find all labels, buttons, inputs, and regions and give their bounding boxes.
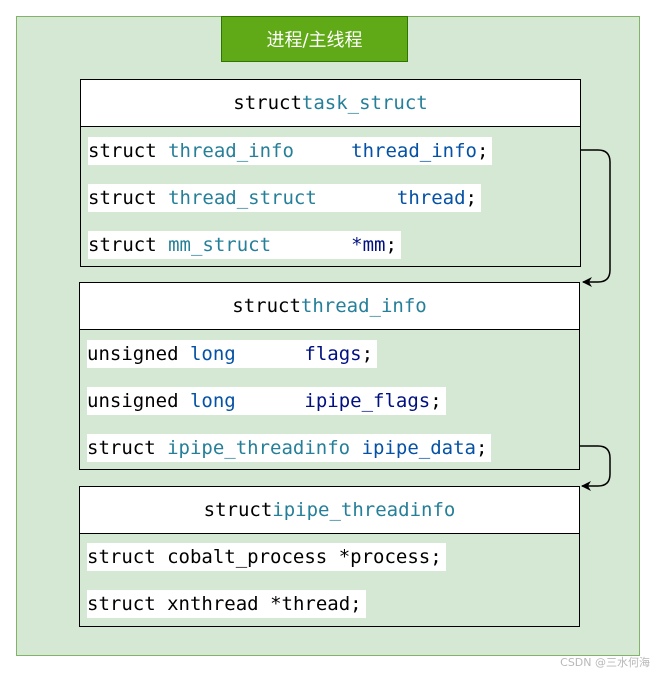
- field-row: struct xnthread *thread;: [87, 590, 366, 618]
- struct-name: ipipe_threadinfo: [272, 499, 456, 521]
- field-keyword: struct: [88, 187, 157, 209]
- field-row: struct ipipe_threadinfo ipipe_data;: [87, 434, 492, 462]
- field-row: struct thread_struct thread;: [88, 184, 481, 212]
- field-name: ipipe_flags: [304, 390, 431, 412]
- field-semicolon: ;: [475, 437, 488, 459]
- field-name: *process: [338, 546, 431, 568]
- field-semicolon: ;: [361, 343, 374, 365]
- field-name: thread: [396, 187, 466, 209]
- field-row: unsigned long ipipe_flags;: [87, 387, 446, 415]
- struct-keyword: struct: [203, 499, 273, 521]
- field-keyword: unsigned: [87, 390, 179, 412]
- arrow-ipipe-data-link: [580, 445, 611, 491]
- field-name: *thread: [270, 593, 351, 615]
- struct-header: struct task_struct: [81, 80, 580, 127]
- field-name: ipipe_data: [361, 437, 476, 459]
- field-semicolon: ;: [385, 234, 397, 256]
- struct-box-thread-info: struct thread_info unsigned long flags; …: [79, 282, 580, 470]
- field-row: struct cobalt_process *process;: [87, 543, 446, 571]
- field-keyword: struct: [87, 437, 156, 459]
- field-type: ipipe_threadinfo: [167, 437, 351, 459]
- field-type: long: [189, 390, 236, 412]
- field-semicolon: ;: [465, 187, 477, 209]
- struct-box-ipipe-threadinfo: struct ipipe_threadinfo struct cobalt_pr…: [79, 486, 580, 627]
- field-semicolon: ;: [476, 140, 489, 162]
- field-row: struct thread_info thread_info;: [88, 137, 493, 165]
- field-semicolon: ;: [430, 546, 442, 568]
- struct-keyword: struct: [233, 92, 302, 114]
- field-type: thread_struct: [168, 187, 317, 209]
- struct-name: thread_info: [300, 295, 427, 317]
- process-title: 进程/主线程: [221, 16, 408, 62]
- field-semicolon: ;: [430, 390, 442, 412]
- field-semicolon: ;: [350, 593, 362, 615]
- field-keyword: struct: [88, 234, 157, 256]
- field-keyword: struct: [87, 546, 156, 568]
- field-type: xnthread: [167, 593, 259, 615]
- struct-header: struct thread_info: [80, 283, 579, 330]
- arrow-thread-info-link: [581, 149, 611, 287]
- field-type: long: [189, 343, 236, 365]
- field-type: thread_info: [168, 140, 294, 162]
- field-type: cobalt_process: [167, 546, 328, 568]
- struct-header: struct ipipe_threadinfo: [80, 487, 579, 534]
- field-keyword: struct: [87, 593, 156, 615]
- struct-keyword: struct: [232, 295, 301, 317]
- field-type: mm_struct: [168, 234, 272, 256]
- field-row: unsigned long flags;: [87, 340, 378, 368]
- field-name: flags: [304, 343, 362, 365]
- field-name: thread_info: [351, 140, 477, 162]
- field-name: *mm: [351, 234, 386, 256]
- field-row: struct mm_struct *mm;: [88, 231, 401, 259]
- field-keyword: unsigned: [87, 343, 179, 365]
- field-keyword: struct: [88, 140, 157, 162]
- struct-box-task-struct: struct task_struct struct thread_info th…: [80, 79, 581, 267]
- watermark: CSDN @三水何海: [560, 656, 650, 669]
- struct-name: task_struct: [301, 92, 428, 114]
